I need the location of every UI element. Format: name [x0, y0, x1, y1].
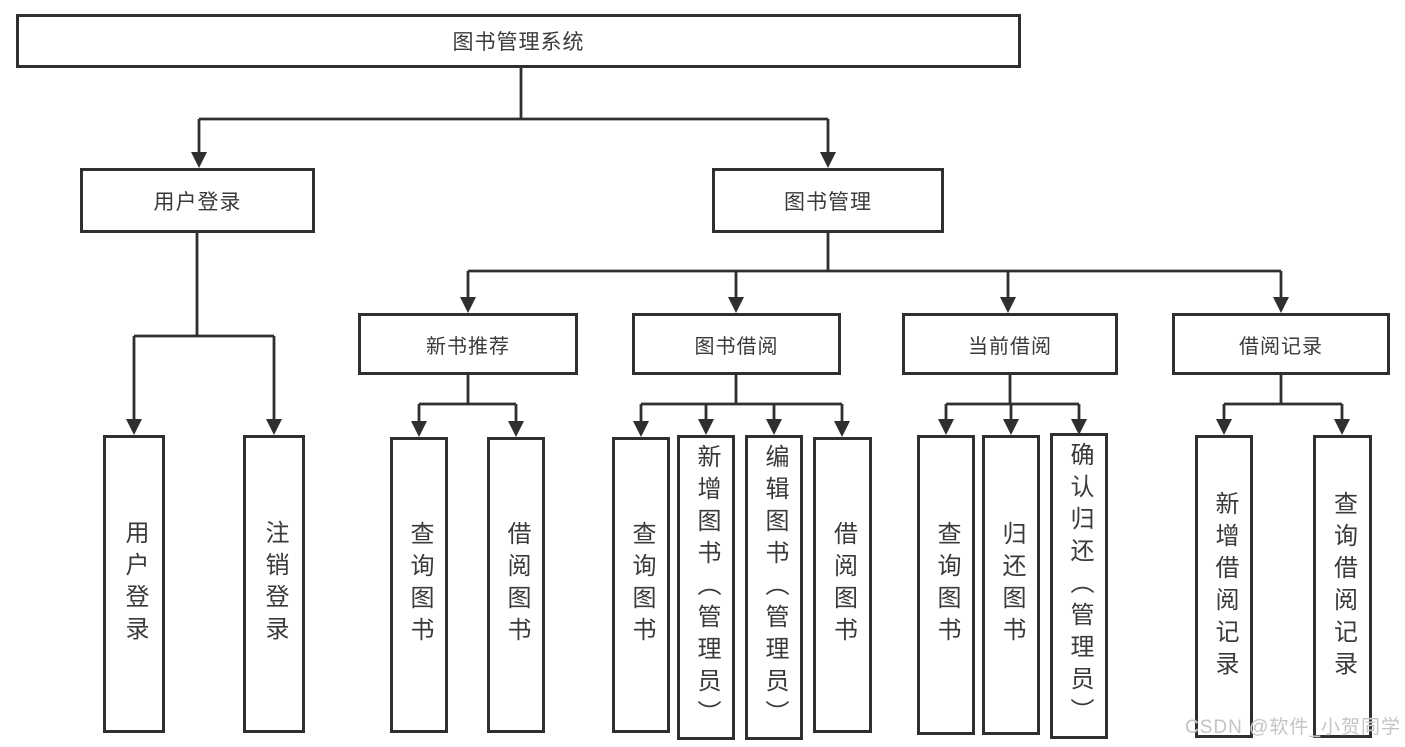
node-leaf-borrow-borrow: 借阅图书 — [813, 437, 872, 733]
node-cat-current-borrow: 当前借阅 — [902, 313, 1118, 375]
node-leaf-records-query: 查询借阅记录 — [1313, 435, 1372, 738]
node-leaf-records-add: 新增借阅记录 — [1195, 435, 1253, 738]
node-cat-book-borrow: 图书借阅 — [632, 313, 841, 375]
node-branch-book-management: 图书管理 — [712, 168, 944, 233]
node-leaf-borrow-edit-admin: 编辑图书（管理员） — [745, 435, 803, 740]
node-library-system: 图书管理系统 — [16, 14, 1021, 68]
node-leaf-newbooks-borrow: 借阅图书 — [487, 437, 545, 733]
node-leaf-current-query: 查询图书 — [917, 435, 975, 735]
node-leaf-logout: 注销登录 — [243, 435, 305, 733]
node-cat-new-book-recommend: 新书推荐 — [358, 313, 578, 375]
node-cat-borrow-records: 借阅记录 — [1172, 313, 1390, 375]
node-leaf-newbooks-query: 查询图书 — [390, 437, 448, 733]
node-leaf-user-login: 用户登录 — [103, 435, 165, 733]
node-leaf-borrow-query: 查询图书 — [612, 437, 670, 733]
node-leaf-current-confirm-admin: 确认归还（管理员） — [1050, 433, 1108, 739]
node-leaf-current-return: 归还图书 — [982, 435, 1040, 735]
node-branch-user-login: 用户登录 — [80, 168, 315, 233]
node-leaf-borrow-add-admin: 新增图书（管理员） — [677, 435, 735, 740]
